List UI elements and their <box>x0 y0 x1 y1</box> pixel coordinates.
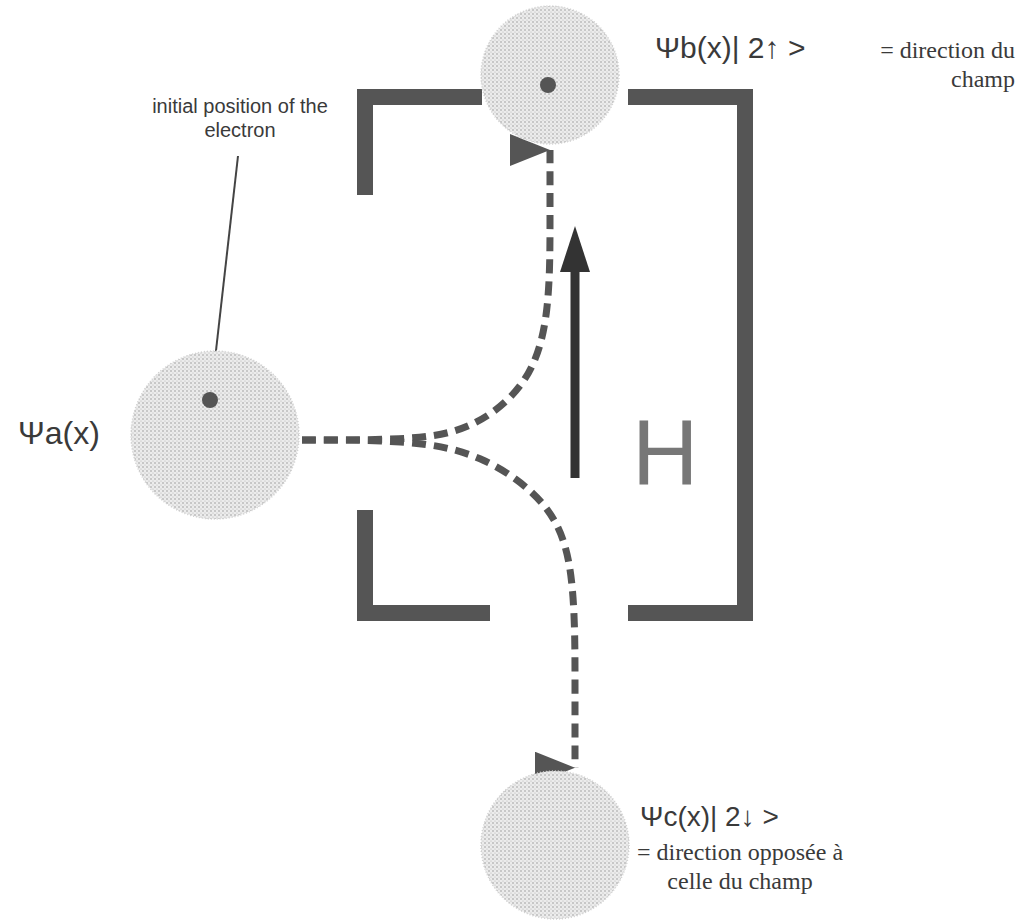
magnet-bracket <box>365 97 482 195</box>
wave-packet <box>131 351 299 519</box>
magnet-bracket <box>628 97 745 613</box>
trajectory-arrow <box>302 440 575 768</box>
state-label: Ψa(x) <box>18 414 128 452</box>
state-note: = direction opposée à celle du champ <box>630 838 850 896</box>
field-arrow <box>571 268 580 478</box>
state-circle: Ψa(x) <box>130 350 300 520</box>
wave-packet <box>481 6 619 144</box>
electron-dot <box>540 77 556 93</box>
state-note: = direction du champ <box>845 36 1015 94</box>
circle-outline <box>130 350 300 520</box>
field-arrow-head <box>560 226 590 272</box>
callout-label: initial position of the electron <box>150 94 330 142</box>
state-circle: Ψb(x)| 2↑ >= direction du champ <box>480 5 620 145</box>
magnet-bracket <box>365 510 490 613</box>
electron-dot <box>202 392 218 408</box>
state-circle: Ψc(x)| 2↓ >= direction opposée à celle d… <box>480 770 630 920</box>
circle-outline <box>480 770 630 920</box>
wave-packet <box>481 771 629 919</box>
trajectory-arrow <box>302 150 550 440</box>
field-symbol: H <box>632 398 722 508</box>
state-label: Ψc(x)| 2↓ > <box>640 800 810 834</box>
state-label: Ψb(x)| 2↑ > <box>655 30 840 66</box>
circle-outline <box>480 5 620 145</box>
